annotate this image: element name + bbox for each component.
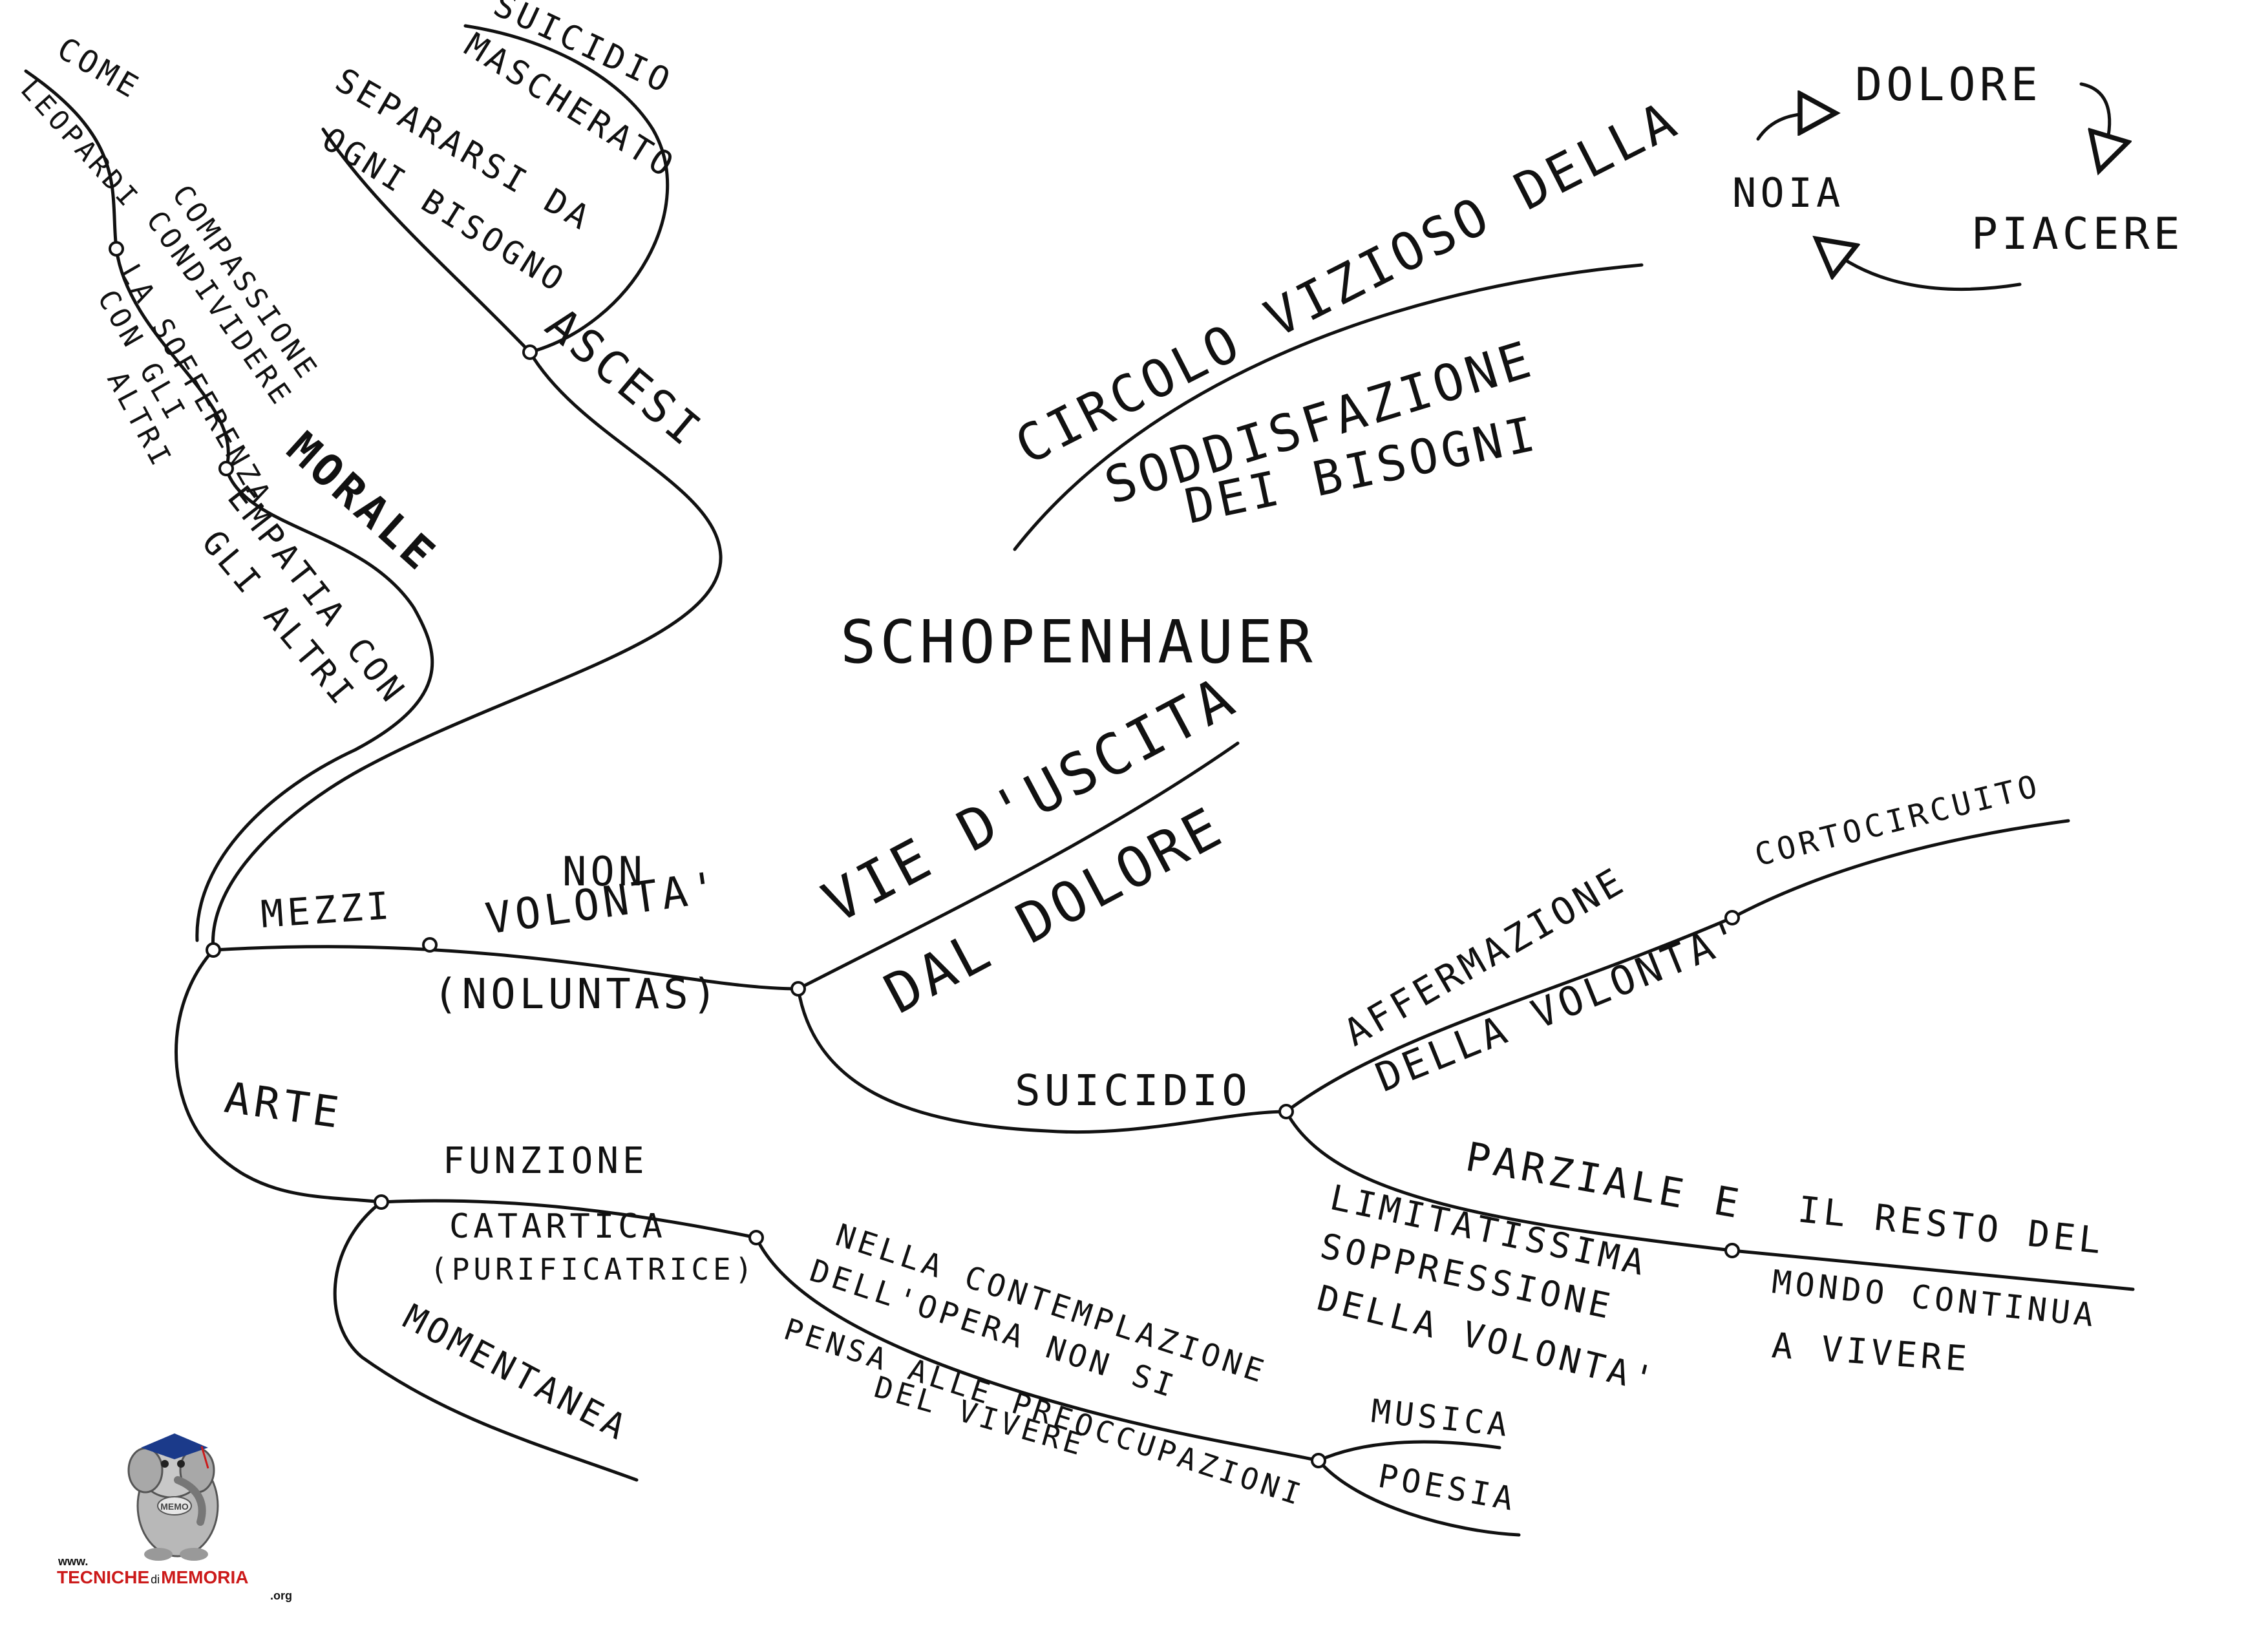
logo-org: .org [270, 1589, 292, 1602]
funzione-line-1: FUNZIONE [443, 1140, 648, 1182]
node-affermazione [1724, 910, 1740, 925]
node-noluntas [422, 937, 438, 953]
node-funzione [748, 1230, 764, 1245]
cycle-arrow-piacere-noia [1829, 249, 2022, 291]
funzione-line-3: (PURIFICATRICE) [430, 1252, 756, 1287]
mezzi-label: MEZZI [259, 883, 394, 936]
logo-name-a: TECNICHE [57, 1567, 149, 1587]
branch-momentanea-line [333, 1200, 639, 1482]
branch-mezzi-ascesi-line [211, 350, 723, 952]
branch-main-trunk [211, 945, 800, 991]
cycle-item-dolore: DOLORE [1855, 58, 2042, 111]
resto-line-1: IL RESTO DEL [1796, 1188, 2107, 1262]
momentanea-label: MOMENTANEA [397, 1296, 636, 1449]
logo-www: www. [58, 1555, 88, 1568]
branch-parziale-line [1284, 1110, 1734, 1252]
node-center [206, 942, 221, 958]
resto-line-3: A VIVERE [1770, 1325, 1972, 1379]
node-compassione [109, 241, 124, 257]
node-contemplazione [1311, 1453, 1326, 1468]
node-suicidio [1278, 1104, 1294, 1119]
branch-vie-uscita-line [796, 741, 1240, 991]
branch-resto-line [1730, 1249, 2135, 1291]
branch-nodes [109, 241, 1740, 1468]
cycle-diagram: DOLORE PIACERE NOIA [1732, 58, 2184, 291]
node-parziale [1724, 1243, 1740, 1258]
elephant-mascot-icon [127, 1433, 219, 1561]
cycle-heading: CIRCOLO VIZIOSO DELLA SODDISFAZIONE DEI … [1006, 89, 1688, 535]
resto-line-2: MONDO CONTINUA [1770, 1263, 2099, 1335]
branch-musica-line [1317, 1440, 1501, 1463]
arte-label: ARTE [222, 1073, 346, 1139]
musica-label: MUSICA [1370, 1392, 1513, 1444]
ascesi-label: ASCESI [536, 297, 713, 458]
branch-suicidio-line [796, 987, 1288, 1134]
branch-affermazione-line [1284, 916, 1734, 1114]
logo-name-c: MEMORIA [161, 1567, 248, 1587]
non-volonta-line-1: NON [562, 848, 646, 895]
cycle-arrow-noia-dolore [1756, 113, 1819, 141]
node-morale [218, 461, 234, 476]
suicidio-label: SUICIDIO [1015, 1066, 1251, 1115]
branch-cortocircuito-line [1730, 819, 2070, 920]
cortocircuito-label: CORTOCIRCUITO [1751, 768, 2044, 874]
cycle-item-piacere: PIACERE [1971, 209, 2184, 260]
funzione-line-2: CATARTICA [449, 1207, 666, 1246]
node-ascesi [522, 344, 538, 360]
leopardi-line-1: COME [51, 30, 147, 107]
page-title: SCHOPENHAUER [840, 607, 1317, 677]
cycle-item-noia: NOIA [1732, 169, 1844, 217]
branch-morale-line [195, 467, 434, 942]
cycle-arrow-dolore-piacere [2079, 82, 2110, 155]
branch-leopardi-line [24, 69, 118, 251]
branch-contemplazione-line [754, 1236, 1320, 1463]
node-arte [374, 1194, 389, 1210]
branch-suicidio-mascherato-line [463, 24, 670, 354]
branch-poesia-line [1317, 1459, 1521, 1537]
node-vie-uscita [790, 981, 806, 997]
branch-circolo-line [1013, 263, 1644, 551]
branch-funzione-line [379, 1199, 758, 1240]
branch-lines [24, 24, 2135, 1537]
logo-name-b: di [151, 1573, 160, 1586]
branch-compassione-line [114, 247, 230, 470]
logo-badge: MEMO [160, 1501, 189, 1512]
branch-arte-line [175, 948, 383, 1204]
non-volonta-line-3: (NOLUNTAS) [433, 971, 721, 1019]
branch-separarsi-line [321, 127, 532, 354]
